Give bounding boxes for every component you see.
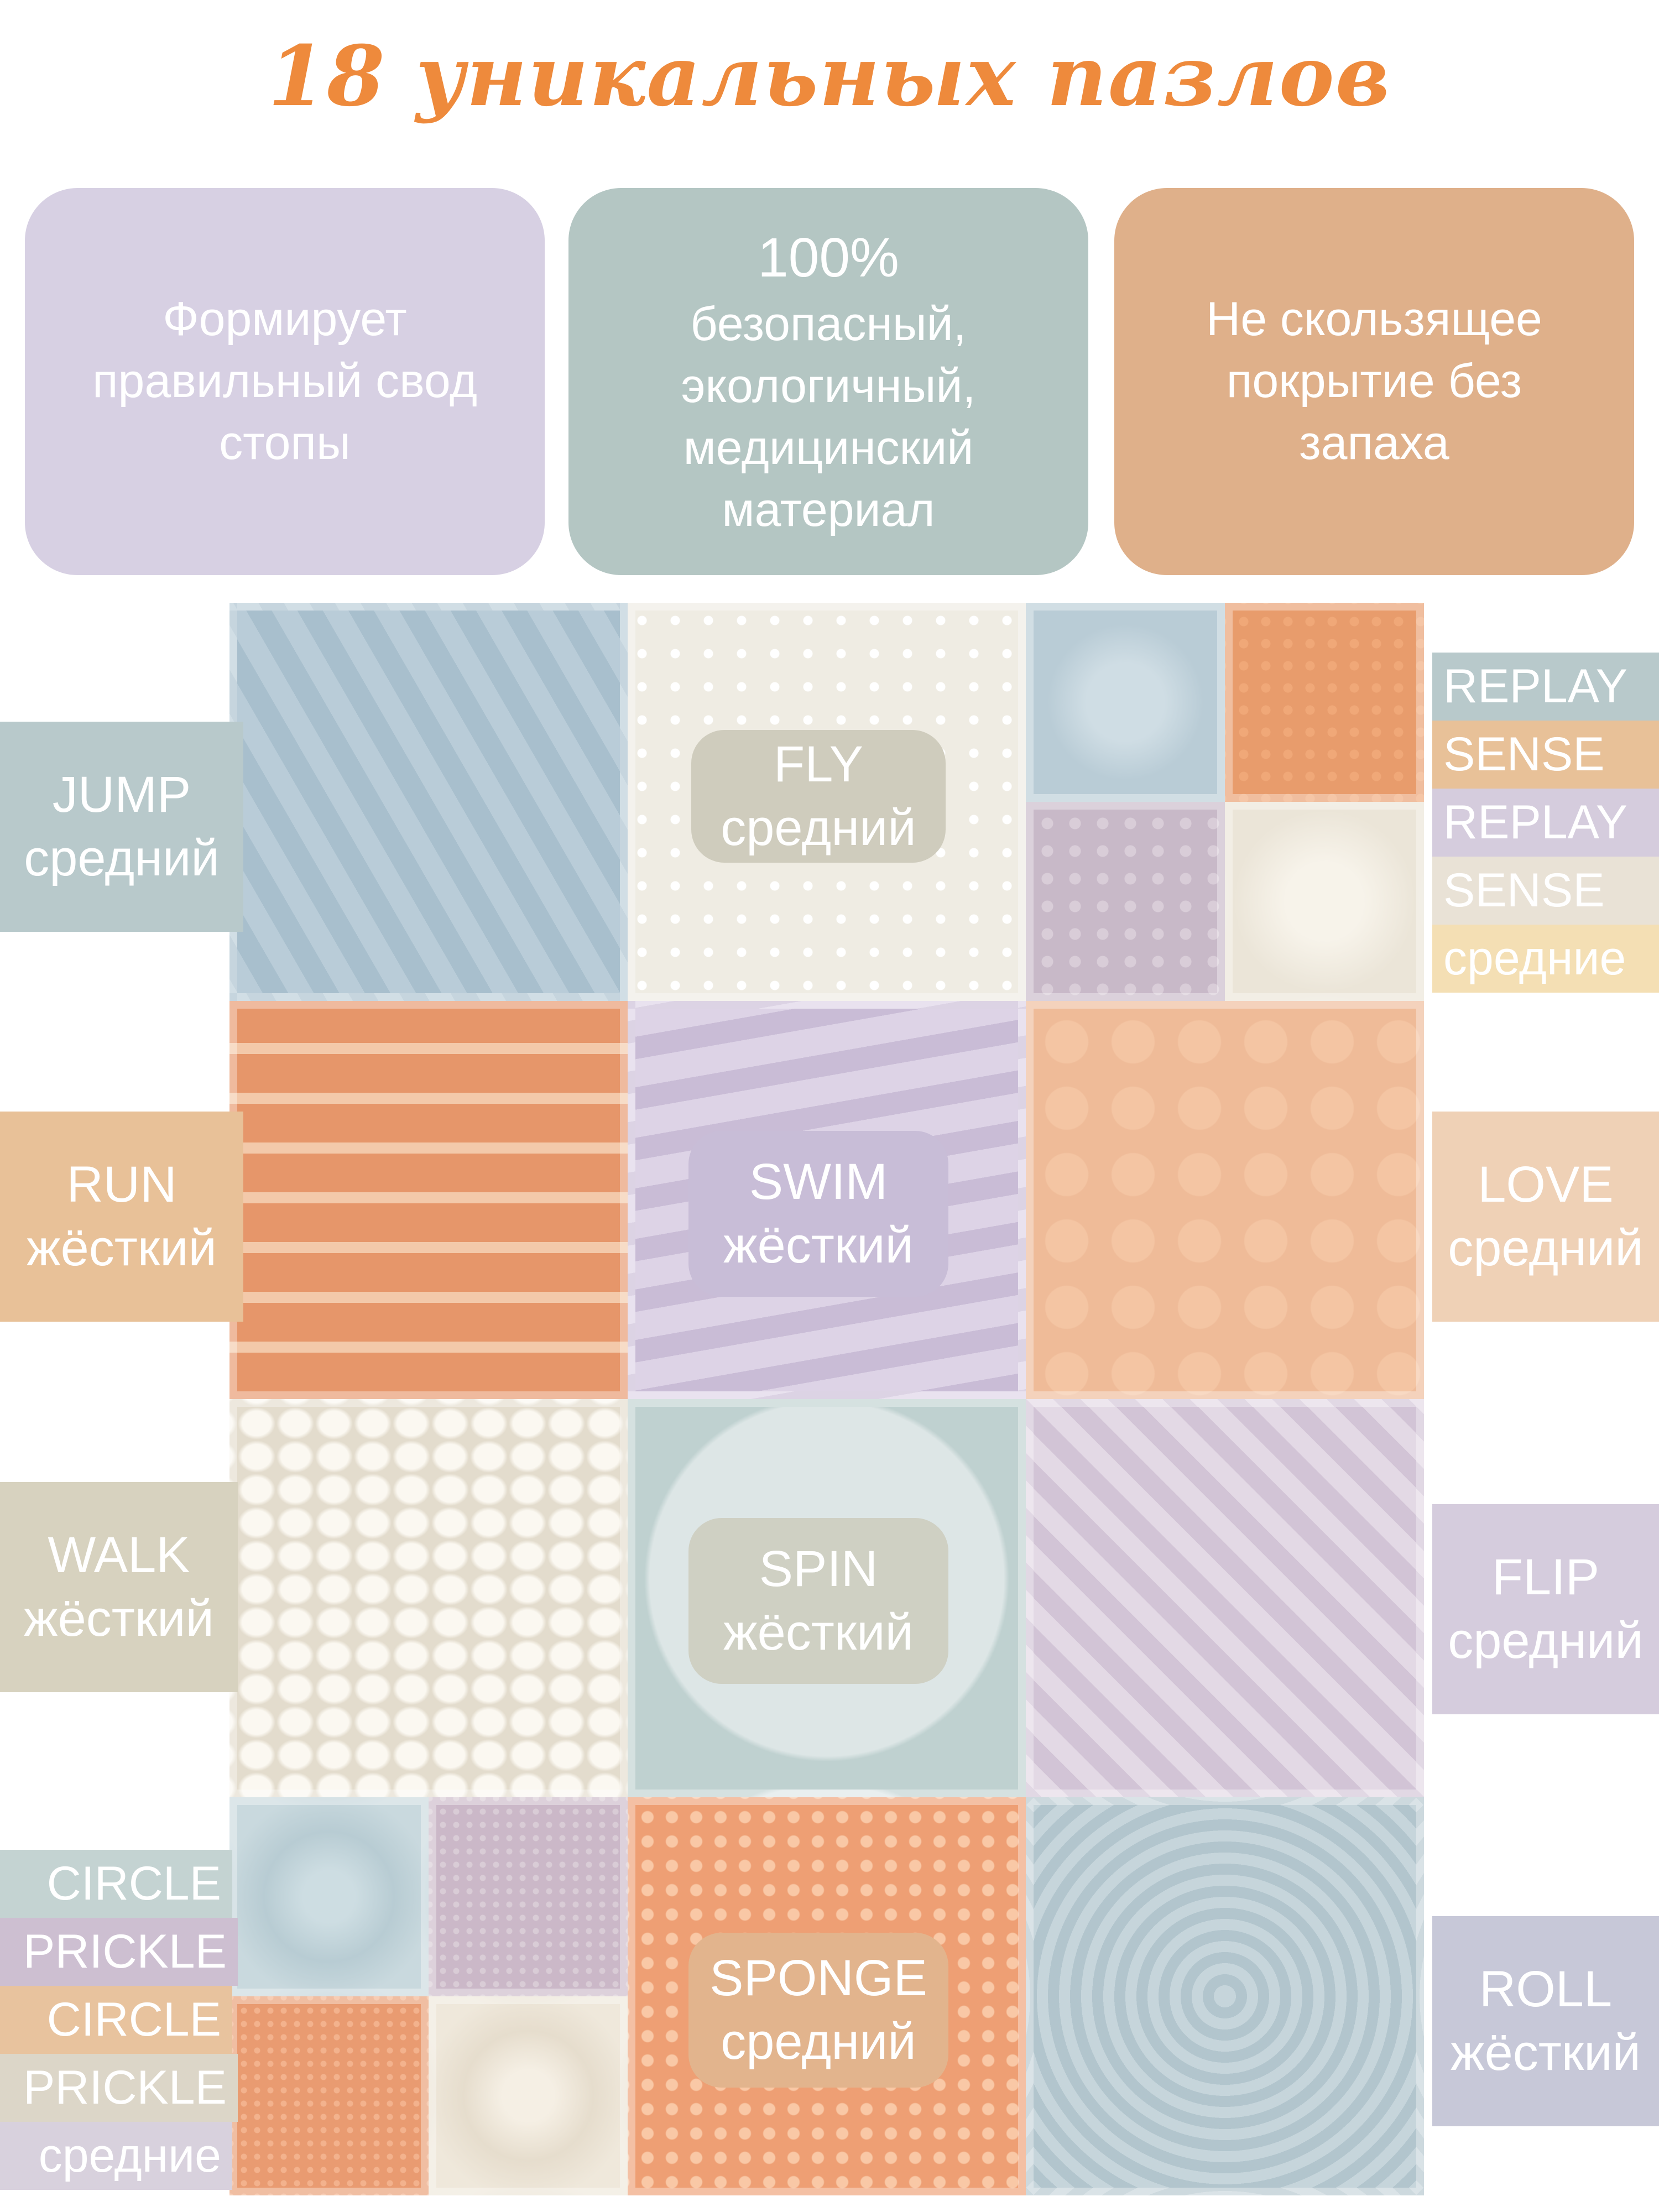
tile-level: средний [24,830,220,886]
tile-level: средний [1448,1613,1644,1669]
tile-name: SWIM [749,1154,888,1210]
tile-love [1026,1001,1424,1399]
feature-line: Формирует [163,293,407,346]
tile-level: средний [1448,1220,1644,1276]
label-flip: FLIP средний [1432,1504,1659,1714]
tile-jump [229,603,628,1001]
tile-name: SPIN [759,1541,878,1597]
tile-name: JUMP [52,766,191,823]
stack-left-level: средние [0,2122,232,2190]
feature-card-material: 100% безопасный, экологичный, медицински… [568,188,1088,575]
stack-right-replay-1: REPLAY [1432,653,1659,721]
tile-name: LOVE [1478,1156,1614,1213]
tile-name: SPONGE [709,1950,927,2006]
feature-line: стопы [219,416,351,469]
stack-right-replay-2: REPLAY [1432,789,1659,857]
tile-prickle-lilac [429,1797,628,1996]
tile-run [229,1001,628,1399]
tile-level: жёсткий [1451,2025,1641,2081]
stack-right-level: средние [1432,925,1659,993]
tile-circle-blue [229,1797,429,1996]
label-swim: SWIM жёсткий [688,1131,948,1297]
tile-name: ROLL [1479,1961,1613,2017]
feature-line: материал [722,483,935,536]
stack-left-prickle-1: PRICKLE [0,1918,238,1986]
tile-walk [229,1399,628,1797]
feature-line: 100% [758,227,899,289]
feature-card-arch: Формирует правильный свод стопы [25,188,545,575]
feature-line: безопасный, [690,298,967,351]
stack-right-sense-2: SENSE [1432,857,1659,925]
stack-right-sense-1: SENSE [1432,721,1659,789]
tile-name: WALK [48,1527,190,1583]
tile-level: средний [721,800,916,856]
feature-line: экологичный, [681,359,976,413]
tile-name: RUN [66,1156,177,1213]
label-walk: WALK жёсткий [0,1482,238,1692]
feature-line: Не скользящее [1206,293,1542,346]
tile-sense-cream [1225,802,1424,1001]
tile-sense-orange [1225,603,1424,802]
label-run: RUN жёсткий [0,1112,243,1322]
stack-left-circle-1: CIRCLE [0,1850,232,1918]
tile-name: FLIP [1491,1549,1600,1605]
tile-replay-blue [1026,603,1225,802]
tile-level: жёсткий [723,1604,914,1661]
label-love: LOVE средний [1432,1112,1659,1322]
tile-level: жёсткий [723,1217,914,1274]
label-roll: ROLL жёсткий [1432,1916,1659,2126]
tile-level: жёсткий [27,1220,217,1276]
feature-line: запаха [1299,416,1449,469]
tile-circle-cream [429,1996,628,2195]
label-jump: JUMP средний [0,722,243,932]
feature-card-nonslip: Не скользящее покрытие без запаха [1114,188,1634,575]
tile-flip [1026,1399,1424,1797]
label-sponge: SPONGE средний [688,1933,948,2088]
tile-prickle-orange [229,1996,429,2195]
tile-level: средний [721,2013,916,2070]
label-spin: SPIN жёсткий [688,1518,948,1684]
feature-line: правильный свод [92,354,478,408]
stack-left-circle-2: CIRCLE [0,1986,232,2054]
label-fly: FLY средний [691,730,946,863]
tile-name: FLY [774,736,863,792]
stack-left-prickle-2: PRICKLE [0,2054,238,2122]
feature-line: медицинский [683,421,974,474]
tile-level: жёсткий [24,1590,214,1647]
feature-line: покрытие без [1226,354,1522,408]
tile-roll [1026,1797,1424,2195]
page-title: 18 уникальных пазлов [268,28,1391,125]
tile-replay-lilac [1026,802,1225,1001]
